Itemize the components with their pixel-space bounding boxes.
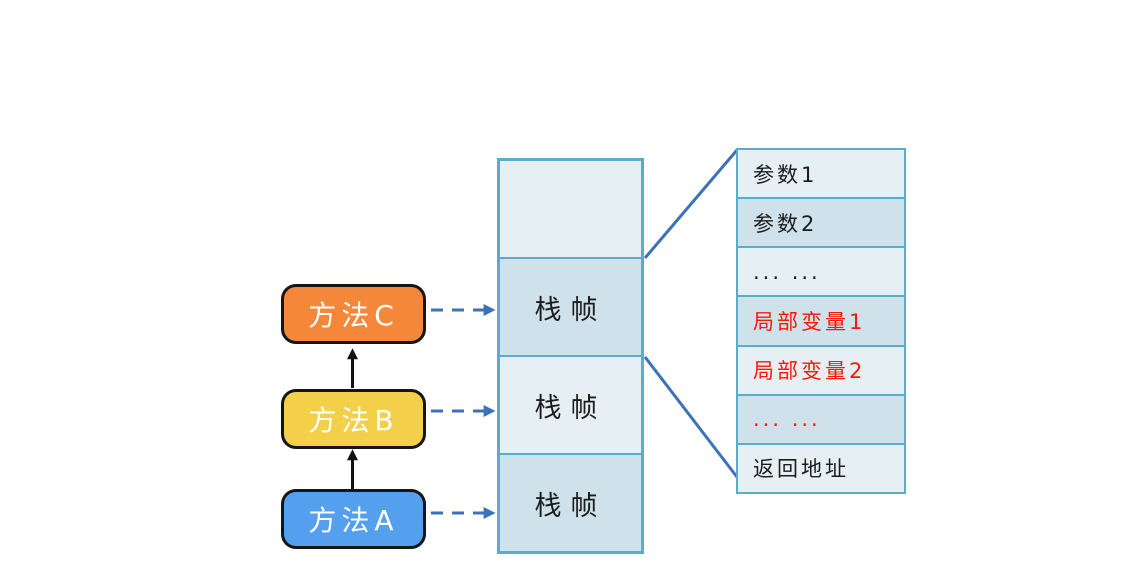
stack-cell-frame-b: 栈帧 bbox=[500, 355, 641, 453]
frame-row-ellipsis-params: ... ... bbox=[738, 246, 904, 296]
method-b-label: 方法B bbox=[308, 404, 399, 437]
stack-frame-label: 栈帧 bbox=[534, 294, 607, 326]
frame-row-label: 局部变量2 bbox=[753, 359, 866, 384]
method-a-box: 方法A bbox=[281, 489, 426, 549]
stack-frame-detail-table: 参数1 参数2 ... ... 局部变量1 局部变量2 ... ... 返回地址 bbox=[736, 148, 906, 494]
frame-row-local-var-1: 局部变量1 bbox=[738, 295, 904, 345]
stack-frame-label: 栈帧 bbox=[534, 392, 607, 424]
expand-line-top bbox=[643, 149, 739, 259]
frame-row-ellipsis-locals: ... ... bbox=[738, 393, 904, 443]
method-a-label: 方法A bbox=[308, 504, 399, 537]
method-b-box: 方法B bbox=[281, 389, 426, 449]
method-c-label: 方法C bbox=[308, 299, 399, 332]
frame-row-label: ... ... bbox=[753, 259, 821, 284]
frame-row-label: 参数1 bbox=[753, 162, 818, 187]
method-c-box: 方法C bbox=[281, 284, 426, 344]
expand-line-bottom bbox=[643, 356, 739, 478]
stack-cell-frame-a: 栈帧 bbox=[500, 453, 641, 551]
stack-cell-empty bbox=[500, 161, 641, 257]
stack-column: 栈帧 栈帧 栈帧 bbox=[497, 158, 644, 554]
frame-row-label: 参数2 bbox=[753, 211, 818, 236]
frame-row-return-address: 返回地址 bbox=[738, 442, 904, 492]
frame-row-param-2: 参数2 bbox=[738, 197, 904, 247]
frame-row-label: 返回地址 bbox=[753, 457, 849, 482]
frame-row-local-var-2: 局部变量2 bbox=[738, 344, 904, 394]
frame-row-label: ... ... bbox=[753, 407, 821, 432]
stack-frame-label: 栈帧 bbox=[534, 490, 607, 522]
frame-row-param-1: 参数1 bbox=[738, 150, 904, 198]
stack-cell-frame-c: 栈帧 bbox=[500, 257, 641, 355]
frame-row-label: 局部变量1 bbox=[753, 309, 866, 334]
